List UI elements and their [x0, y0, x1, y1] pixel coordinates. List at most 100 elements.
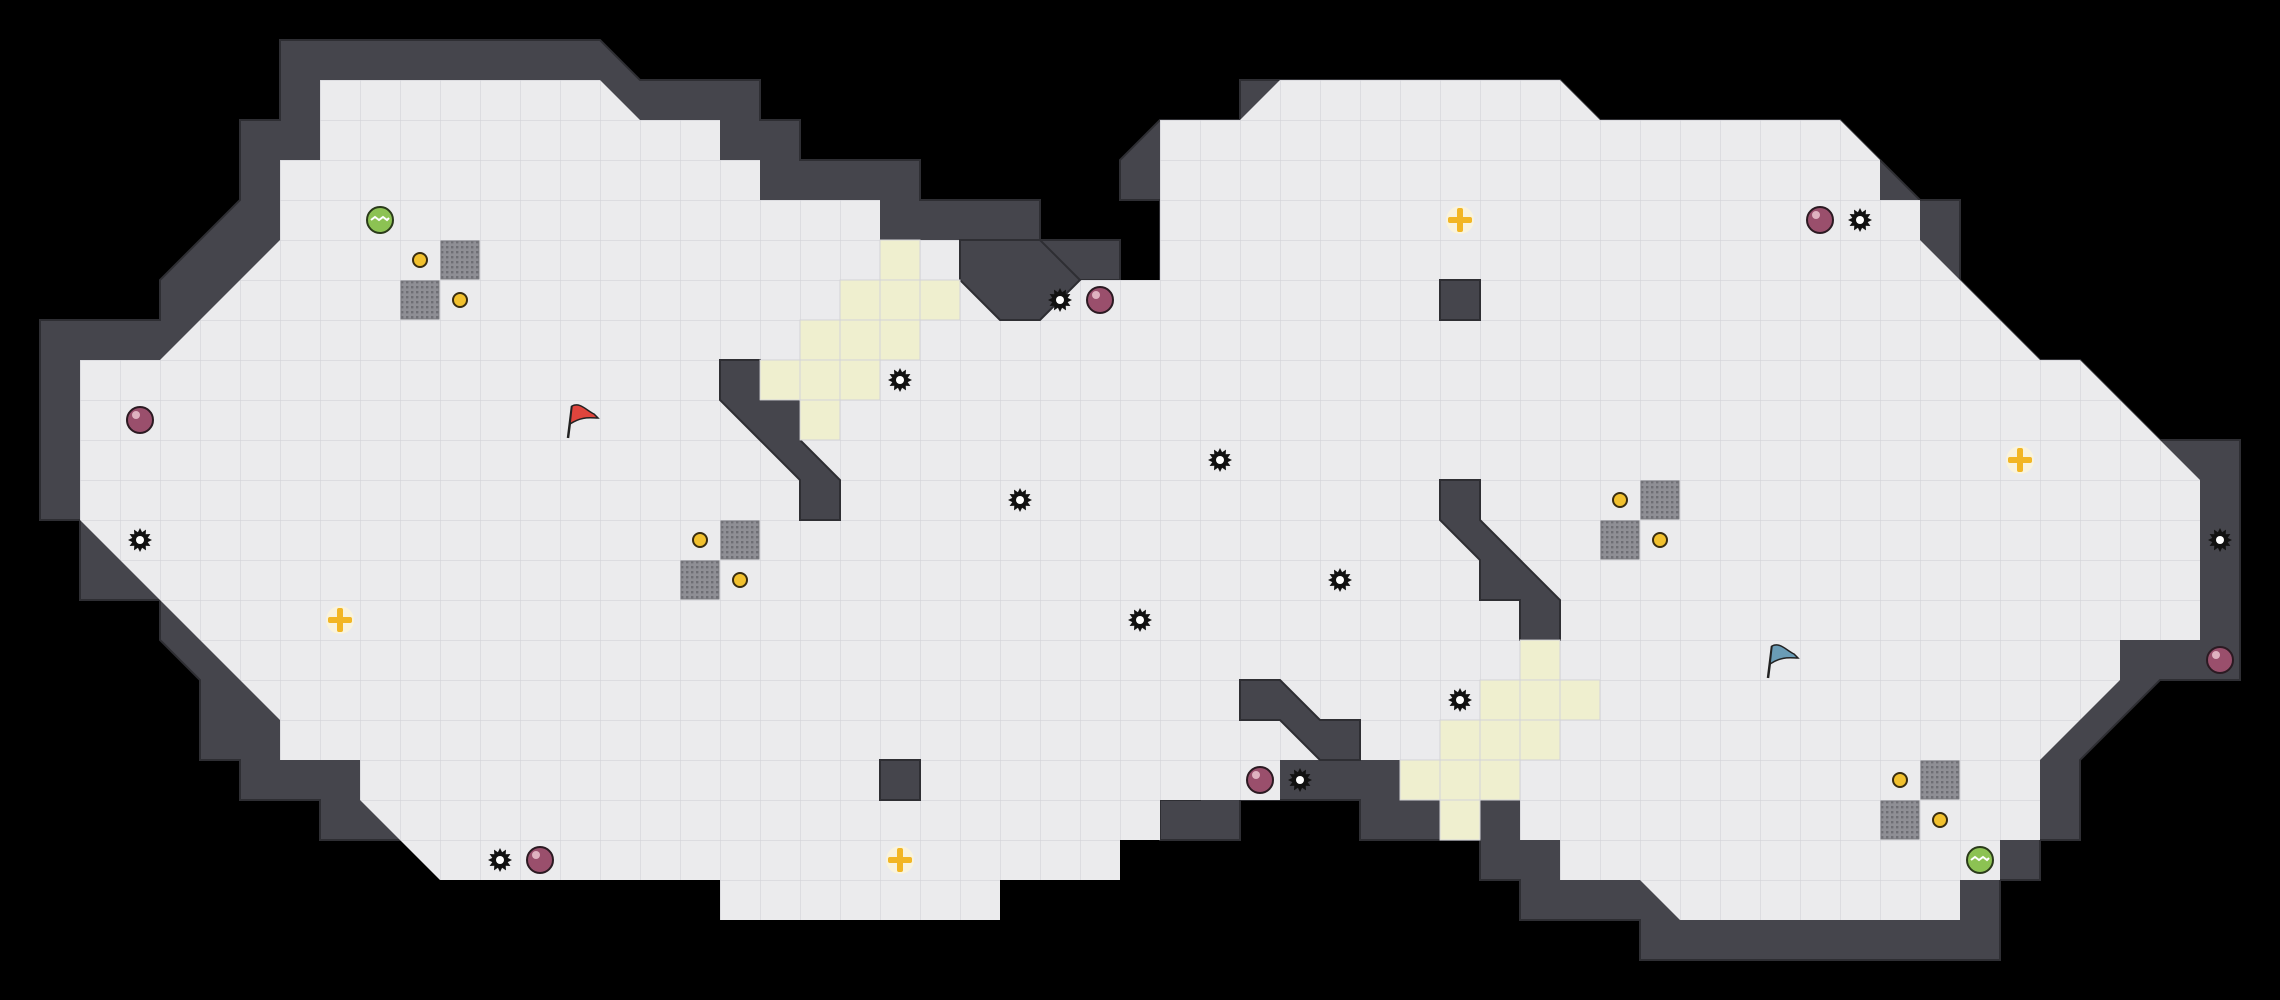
gem-orb-icon	[126, 406, 154, 434]
boost-bar-h	[1448, 217, 1472, 223]
grate-tiles	[400, 240, 1960, 840]
right-floor	[1160, 80, 2200, 920]
gem-orb-icon	[1086, 286, 1114, 314]
boost-bar-h	[888, 857, 912, 863]
arena-walls	[39, 39, 2241, 961]
connector-floor	[1040, 280, 1280, 800]
highlight-tile	[839, 279, 881, 321]
gem-orb-body	[126, 406, 154, 434]
spike-mine-center	[1016, 496, 1024, 504]
grate-tile	[1920, 760, 1960, 800]
grate-tile	[1600, 520, 1640, 560]
boost-plus-icon	[1446, 206, 1474, 234]
grate-tile	[440, 240, 480, 280]
powerup-orb-wave	[370, 215, 390, 222]
interior-wall-bottom-center	[1239, 679, 1361, 761]
spike-mine-icon	[128, 528, 152, 552]
spike-mine-center	[1296, 776, 1304, 784]
boost-bar-h	[328, 617, 352, 623]
spike-mine-icon	[1288, 768, 1312, 792]
highlight-tile	[799, 319, 841, 361]
highlight-tile	[1439, 719, 1481, 761]
spike-mine-center	[896, 376, 904, 384]
wall-block	[879, 759, 921, 801]
spike-mine-icon	[1048, 288, 1072, 312]
wall-block	[1439, 279, 1481, 321]
gem-orb-body	[1806, 206, 1834, 234]
spike-mine-center	[1056, 296, 1064, 304]
highlight-tile	[759, 359, 801, 401]
gem-orb-shine	[132, 411, 140, 419]
spike-mine-icon	[1208, 448, 1232, 472]
spike-mine-center	[1216, 456, 1224, 464]
coin-icon	[1892, 772, 1908, 788]
spike-mine-icon	[488, 848, 512, 872]
grate-tile	[1880, 800, 1920, 840]
spike-mine-icon	[1448, 688, 1472, 712]
boost-plus-icon	[2006, 446, 2034, 474]
gem-orb-body	[526, 846, 554, 874]
spike-mine-icon	[888, 368, 912, 392]
gem-orb-shine	[1092, 291, 1100, 299]
spike-mine-icon	[2208, 528, 2232, 552]
grate-tile	[400, 280, 440, 320]
gem-orb-icon	[2206, 646, 2234, 674]
map-items	[126, 206, 2234, 874]
highlight-tile	[1479, 679, 1521, 721]
powerup-orb-icon	[366, 206, 394, 234]
spike-mine-icon	[1328, 568, 1352, 592]
highlight-tile	[839, 359, 881, 401]
grate-tile	[680, 560, 720, 600]
wall-blocks	[879, 279, 1481, 801]
spike-mine-center	[1856, 216, 1864, 224]
highlight-tile	[1479, 719, 1521, 761]
highlight-tile	[1519, 719, 1561, 761]
highlight-tile	[879, 279, 921, 321]
highlight-tile	[1479, 759, 1521, 801]
boost-bar-h	[2008, 457, 2032, 463]
gem-orb-body	[2206, 646, 2234, 674]
highlight-tile	[879, 319, 921, 361]
spike-mine-center	[1136, 616, 1144, 624]
highlight-tile	[839, 319, 881, 361]
boost-plus-icon	[886, 846, 914, 874]
grate-tile	[720, 520, 760, 560]
highlight-tile	[1519, 679, 1561, 721]
boost-plus-icon	[326, 606, 354, 634]
red-flag-icon	[566, 404, 600, 439]
spike-mine-icon	[1008, 488, 1032, 512]
gem-orb-shine	[2212, 651, 2220, 659]
highlight-tile	[799, 399, 841, 441]
spike-mine-icon	[1128, 608, 1152, 632]
coin-icon	[732, 572, 748, 588]
spike-mine-center	[1456, 696, 1464, 704]
spike-mine-center	[2216, 536, 2224, 544]
grate-tile	[1640, 480, 1680, 520]
powerup-orb-icon	[1966, 846, 1994, 874]
blue-flag-icon	[1766, 644, 1800, 679]
spike-mine-center	[496, 856, 504, 864]
highlight-tile	[1399, 759, 1441, 801]
flag-cloth	[569, 404, 600, 426]
flag-cloth	[1769, 644, 1800, 666]
highlight-tile	[879, 239, 921, 281]
coin-icon	[1652, 532, 1668, 548]
coin-icon	[1932, 812, 1948, 828]
gem-orb-shine	[532, 851, 540, 859]
spike-mine-icon	[1848, 208, 1872, 232]
highlight-tile	[1439, 759, 1481, 801]
gem-orb-body	[1246, 766, 1274, 794]
highlight-tile	[1519, 639, 1561, 681]
highlight-tile	[799, 359, 841, 401]
gem-orb-shine	[1252, 771, 1260, 779]
powerup-orb-wave	[1970, 855, 1990, 862]
spike-mine-center	[136, 536, 144, 544]
highlight-tile	[1439, 799, 1481, 841]
coin-icon	[692, 532, 708, 548]
gem-orb-body	[1086, 286, 1114, 314]
coin-icon	[1612, 492, 1628, 508]
gem-orb-icon	[1806, 206, 1834, 234]
spike-mine-center	[1336, 576, 1344, 584]
gem-orb-icon	[1246, 766, 1274, 794]
